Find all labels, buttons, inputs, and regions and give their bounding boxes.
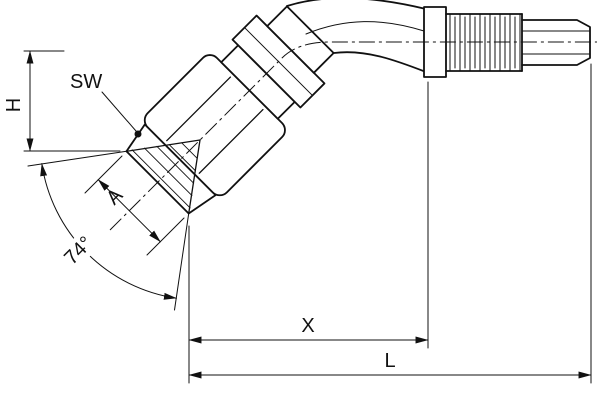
angle-label-backing <box>56 222 107 273</box>
hex-edge-right <box>198 108 264 174</box>
sw-leader-dot <box>134 130 142 138</box>
elbow-body <box>125 5 335 215</box>
sw-callout <box>101 91 142 138</box>
label-l: L <box>384 350 395 372</box>
a-extension-upper <box>84 155 123 194</box>
label-sw: SW <box>70 71 102 93</box>
bend-bore-line <box>305 21 425 35</box>
dimension-angle <box>27 150 190 311</box>
centerline <box>109 41 597 231</box>
cone-edge-upper <box>125 139 201 152</box>
dimension-h <box>23 50 121 152</box>
elbow-bend <box>286 0 427 73</box>
flare-cone <box>125 139 201 215</box>
dimension-x <box>188 81 429 384</box>
sw-leader-line <box>101 91 137 132</box>
angle-leg-lower <box>174 213 190 311</box>
dimension-l <box>188 63 592 384</box>
label-h: H <box>3 98 25 112</box>
bend-inner-wall <box>333 51 427 73</box>
bend-outer-wall <box>286 0 427 10</box>
hex-edge-left <box>166 76 232 142</box>
cone-edge-lower <box>188 139 201 215</box>
label-x: X <box>301 315 314 337</box>
body-step-small <box>266 5 335 74</box>
a-extension-lower <box>146 217 185 256</box>
angle-leg-upper <box>27 150 127 167</box>
